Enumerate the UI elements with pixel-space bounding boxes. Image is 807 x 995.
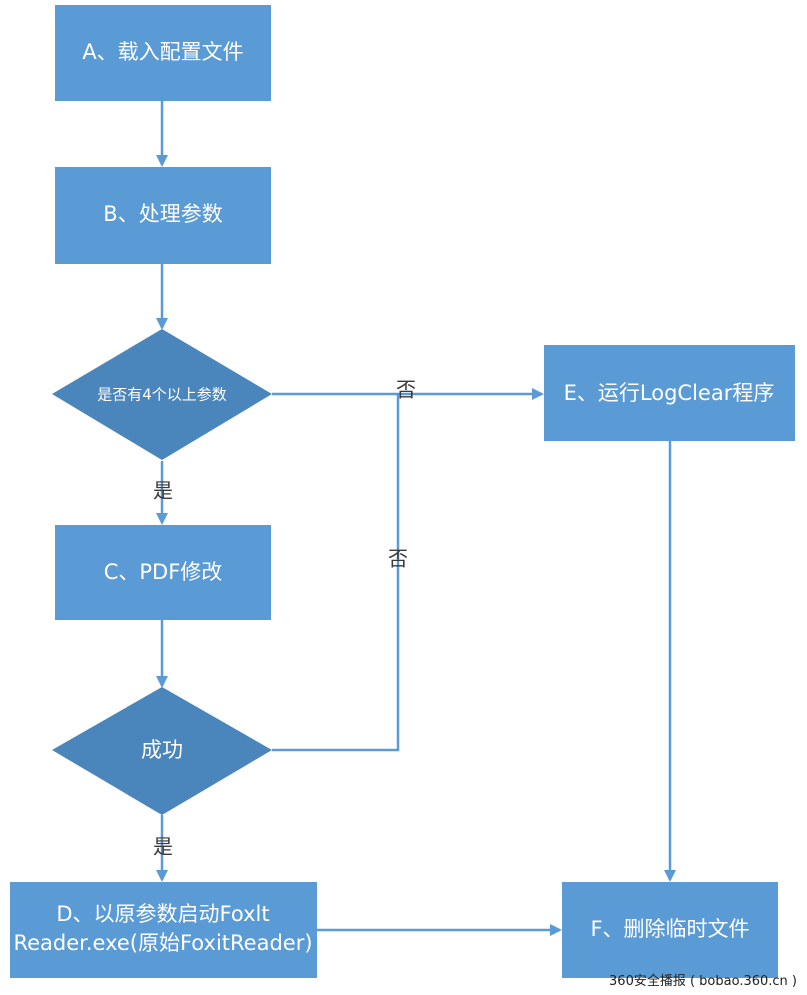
watermark: 360安全播报 ( bobao.360.cn ) <box>609 974 797 989</box>
node-decision2-label: 成功 <box>141 738 183 762</box>
node-d <box>10 882 317 978</box>
node-decision1-label: 是否有4个以上参数 <box>97 386 227 404</box>
node-a <box>55 5 271 101</box>
node-d-label-line1: D、以原参数启动Foxlt <box>56 902 269 926</box>
node-e <box>544 345 795 441</box>
edge-label-no2: 否 <box>388 547 408 571</box>
node-c <box>55 525 271 620</box>
edge-label-yes2: 是 <box>153 835 173 859</box>
node-a-label: A、载入配置文件 <box>82 40 243 64</box>
node-c-label: C、PDF修改 <box>104 560 223 584</box>
node-decision2 <box>52 687 272 815</box>
node-f <box>562 882 778 978</box>
edge-decision2-e <box>272 394 400 752</box>
node-b <box>55 167 271 264</box>
node-f-label: F、删除临时文件 <box>590 917 749 941</box>
node-e-label: E、运行LogClear程序 <box>564 381 775 405</box>
node-decision1 <box>52 329 272 460</box>
node-d-label-line2: Reader.exe(原始FoxitReader) <box>13 931 312 955</box>
node-b-label: B、处理参数 <box>103 202 222 226</box>
edge-label-no1: 否 <box>396 378 416 402</box>
edge-label-yes1: 是 <box>153 479 173 503</box>
